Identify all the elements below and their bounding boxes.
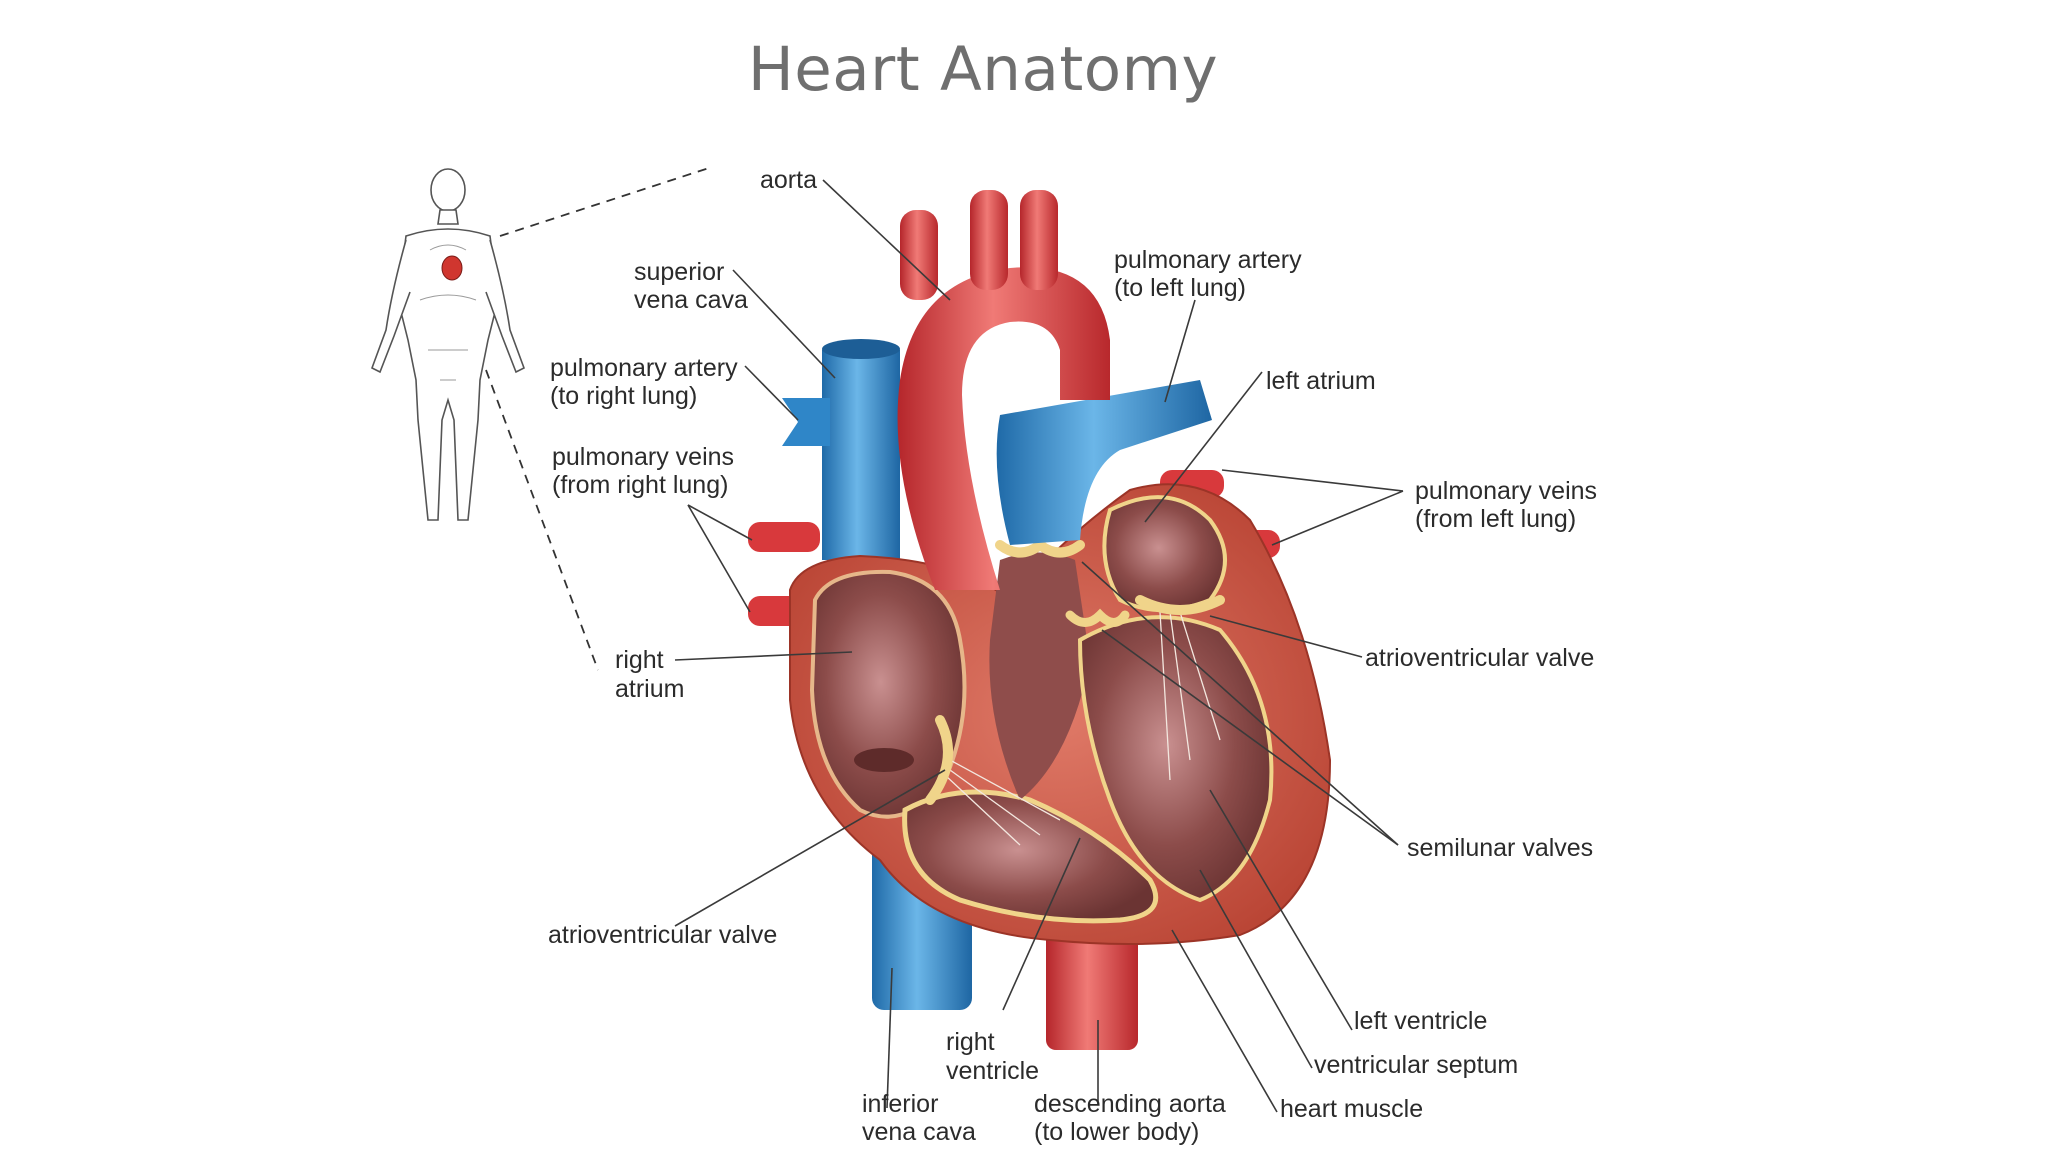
label-pulmonary-artery-left: pulmonary artery (to left lung)	[1114, 246, 1302, 302]
label-descending-aorta: descending aorta (to lower body)	[1034, 1090, 1226, 1146]
svg-text:descending aorta: descending aorta	[1034, 1090, 1226, 1118]
semilunar-valve-aortic	[1065, 608, 1130, 627]
right-atrium-chamber	[809, 569, 967, 819]
label-av-valve-right-side: atrioventricular valve	[1365, 644, 1594, 672]
label-av-valve-left-side: atrioventricular valve	[548, 921, 777, 949]
label-semilunar-valves: semilunar valves	[1407, 834, 1593, 862]
label-right-ventricle: right ventricle	[946, 1028, 1039, 1085]
svg-text:pulmonary artery: pulmonary artery	[1114, 246, 1302, 274]
av-valve-right	[925, 715, 953, 805]
page-title: Heart Anatomy	[747, 34, 1219, 105]
svg-text:vena cava: vena cava	[634, 286, 748, 314]
svg-text:left ventricle: left ventricle	[1354, 1007, 1487, 1035]
pulmonary-vein-right-upper	[748, 522, 820, 552]
svg-text:pulmonary artery: pulmonary artery	[550, 354, 738, 382]
svg-text:inferior: inferior	[862, 1090, 938, 1118]
label-pulmonary-artery-right: pulmonary artery (to right lung)	[550, 354, 738, 410]
av-valve-left	[1135, 595, 1225, 615]
pulmonary-trunk-vessel	[996, 380, 1212, 545]
superior-vena-cava-vessel	[822, 344, 900, 560]
svg-text:atrioventricular valve: atrioventricular valve	[548, 921, 777, 949]
leader-lines	[674, 179, 1404, 1113]
svg-text:pulmonary veins: pulmonary veins	[1415, 477, 1597, 505]
svg-text:(from right lung): (from right lung)	[552, 471, 728, 499]
label-left-ventricle: left ventricle	[1354, 1007, 1487, 1035]
svg-text:semilunar valves: semilunar valves	[1407, 834, 1593, 862]
heart-illustration	[748, 190, 1332, 1050]
label-ventricular-septum: ventricular septum	[1314, 1051, 1518, 1079]
zoom-line-bottom	[485, 369, 599, 671]
ventricular-septum-region	[989, 552, 1090, 800]
svg-text:atrioventricular valve: atrioventricular valve	[1365, 644, 1594, 672]
svg-text:(from left lung): (from left lung)	[1415, 505, 1576, 533]
label-pulmonary-veins-right: pulmonary veins (from right lung)	[552, 443, 734, 499]
pulmonary-artery-right-vessel	[782, 398, 830, 446]
label-pulmonary-veins-left: pulmonary veins (from left lung)	[1415, 477, 1597, 533]
svg-text:right: right	[946, 1028, 995, 1056]
svg-text:superior: superior	[634, 258, 724, 286]
svg-text:(to left lung): (to left lung)	[1114, 274, 1246, 302]
human-body-thumbnail	[371, 168, 525, 521]
label-inferior-vena-cava: inferior vena cava	[862, 1090, 976, 1146]
aorta-vessel	[897, 267, 1110, 590]
svg-text:aorta: aorta	[760, 166, 817, 194]
svg-text:vena cava: vena cava	[862, 1118, 976, 1146]
label-superior-vena-cava: superior vena cava	[634, 258, 748, 314]
svg-text:right: right	[615, 646, 664, 674]
semilunar-valve-pulmonary	[995, 538, 1085, 558]
label-left-atrium: left atrium	[1266, 367, 1376, 395]
svg-text:pulmonary veins: pulmonary veins	[552, 443, 734, 471]
svg-text:ventricle: ventricle	[946, 1057, 1039, 1085]
svg-text:ventricular septum: ventricular septum	[1314, 1051, 1518, 1079]
zoom-line-top	[499, 166, 713, 237]
label-heart-muscle: heart muscle	[1280, 1095, 1423, 1123]
svg-text:left atrium: left atrium	[1266, 367, 1376, 395]
svg-text:heart muscle: heart muscle	[1280, 1095, 1423, 1123]
right-ventricle-chamber	[902, 789, 1159, 924]
label-aorta: aorta	[760, 166, 817, 194]
svg-text:(to right lung): (to right lung)	[550, 382, 697, 410]
svg-text:atrium: atrium	[615, 675, 684, 703]
label-right-atrium: right atrium	[615, 646, 684, 703]
svg-text:(to lower body): (to lower body)	[1034, 1118, 1199, 1146]
heart-thumbnail-icon	[441, 255, 463, 281]
